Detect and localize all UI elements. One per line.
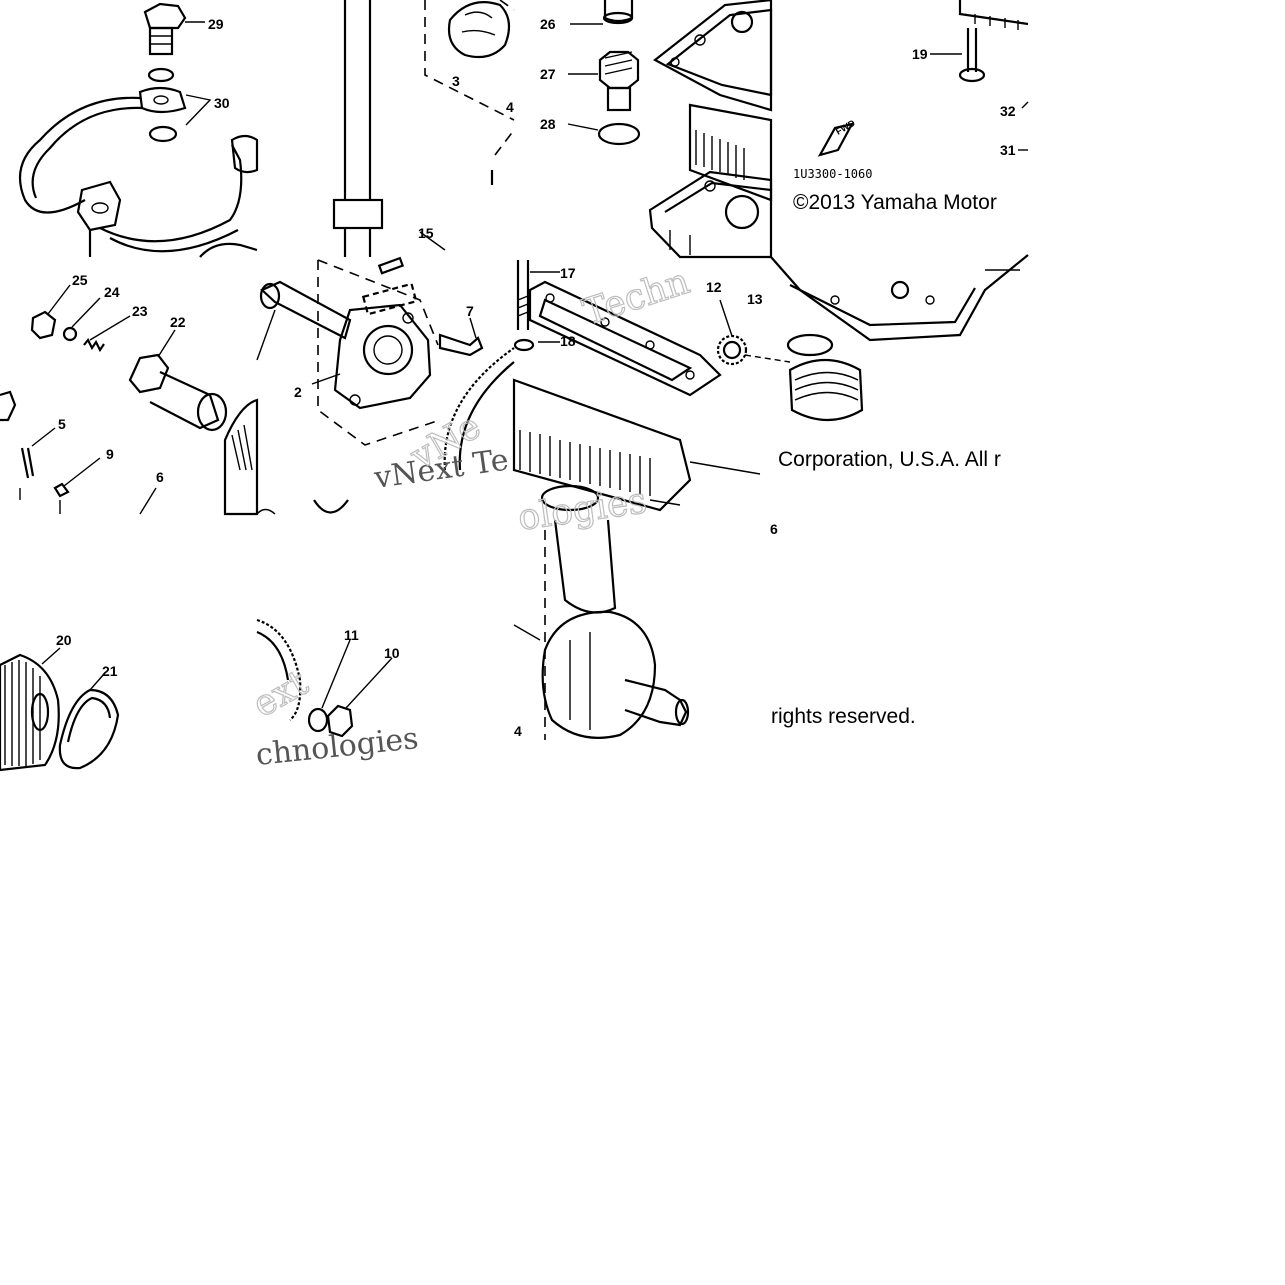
- part-label-28: 28: [540, 116, 556, 132]
- spring-part: [83, 337, 105, 353]
- dowel-part: [53, 482, 70, 498]
- tile-strainer: [513, 484, 690, 740]
- part-label-31: 31: [1000, 142, 1016, 158]
- gear-nut-part: [326, 704, 354, 738]
- tile-oil-pipe: [332, 0, 515, 257]
- washer-part-lower: [148, 125, 178, 143]
- oil-cooler-body-part: [512, 378, 692, 512]
- part-label-32: 32: [1000, 103, 1016, 119]
- part-label-6-lower: 6: [770, 521, 778, 537]
- part-label-5: 5: [58, 416, 66, 432]
- part-label-3: 3: [452, 73, 460, 89]
- long-bolt-part: [516, 260, 530, 330]
- tile-oil-pump: [256, 256, 515, 515]
- copyright-line-1: ©2013 Yamaha Motor: [793, 191, 997, 214]
- spring-plug-part: [598, 50, 640, 112]
- ball-part: [62, 326, 78, 342]
- washer-part: [147, 67, 175, 83]
- svg-text:Techn: Techn: [578, 261, 694, 334]
- part-label-10: 10: [384, 645, 400, 661]
- tile-oil-hose: [18, 2, 259, 258]
- drain-plug-part: [786, 333, 864, 421]
- bolt-part: [958, 28, 986, 83]
- part-label-6: 6: [156, 469, 164, 485]
- part-label-13: 13: [747, 291, 763, 307]
- tile-oil-filter: [0, 647, 120, 772]
- fwd-arrow-icon: FWD: [817, 118, 857, 157]
- part-label-4: 4: [506, 99, 514, 115]
- cooler-gasket-part: [528, 280, 722, 397]
- part-label-17: 17: [560, 265, 576, 281]
- tile-bolt-and-copyright: FWD: [817, 0, 1029, 157]
- part-label-24: 24: [104, 284, 120, 300]
- part-label-2: 2: [294, 384, 302, 400]
- seal-washer-part: [513, 338, 535, 352]
- pump-shaft-part: [260, 280, 352, 340]
- filter-oring-part: [58, 688, 120, 770]
- relief-valve-body-part: [128, 353, 228, 432]
- svg-text:chnologies: chnologies: [254, 721, 420, 773]
- pipe-nut-part: [332, 198, 384, 230]
- part-label-15: 15: [418, 225, 434, 241]
- strainer-part: [447, 1, 511, 59]
- part-label-22: 22: [170, 314, 186, 330]
- part-label-18: 18: [560, 333, 576, 349]
- union-bolt-part: [143, 2, 187, 56]
- pin-part: [20, 447, 30, 479]
- part-label-19: 19: [912, 46, 928, 62]
- oil-pan-gasket-part: [653, 0, 773, 112]
- tile-pump-gear-nut: [256, 618, 393, 738]
- part-label-26: 26: [540, 16, 556, 32]
- part-labels: 29 30 3 4 26 27 28 19 32 31 15 25 24 23 …: [56, 16, 1016, 739]
- part-label-30: 30: [214, 95, 230, 111]
- plug-part: [603, 0, 634, 23]
- valve-cap-part: [30, 310, 57, 340]
- part-label-21: 21: [102, 663, 118, 679]
- part-label-23: 23: [132, 303, 148, 319]
- copyright-line-3: rights reserved.: [771, 705, 916, 728]
- idler-gear-part: [716, 334, 748, 366]
- drawing-code: 1U3300-1060: [793, 167, 872, 181]
- part-label-27: 27: [540, 66, 556, 82]
- part-label-12: 12: [706, 279, 722, 295]
- banjo-fitting-part: [138, 86, 187, 114]
- part-label-29: 29: [208, 16, 224, 32]
- oil-hose-part: [18, 96, 141, 214]
- pump-bolt-part: [438, 333, 484, 357]
- part-label-25: 25: [72, 272, 88, 288]
- part-label-20: 20: [56, 632, 72, 648]
- svg-text:ologies: ologies: [516, 480, 650, 539]
- copyright-line-2: Corporation, U.S.A. All r: [778, 448, 1001, 471]
- part-label-11: 11: [344, 627, 359, 643]
- lock-washer-part: [307, 707, 329, 733]
- oil-pan-lower-part: [770, 254, 1029, 342]
- oil-strainer-part: [541, 610, 690, 739]
- tile-oil-cooler: [512, 254, 1029, 512]
- tile-relief-valve: [0, 284, 259, 516]
- tile-drain-plug: [567, 0, 773, 259]
- oring-part: [597, 122, 641, 146]
- part-label-4-lower: 4: [514, 723, 522, 739]
- part-label-9: 9: [106, 446, 114, 462]
- oil-filter-element-part: [0, 653, 60, 772]
- svg-text:ext: ext: [246, 662, 316, 726]
- part-label-7: 7: [466, 303, 474, 319]
